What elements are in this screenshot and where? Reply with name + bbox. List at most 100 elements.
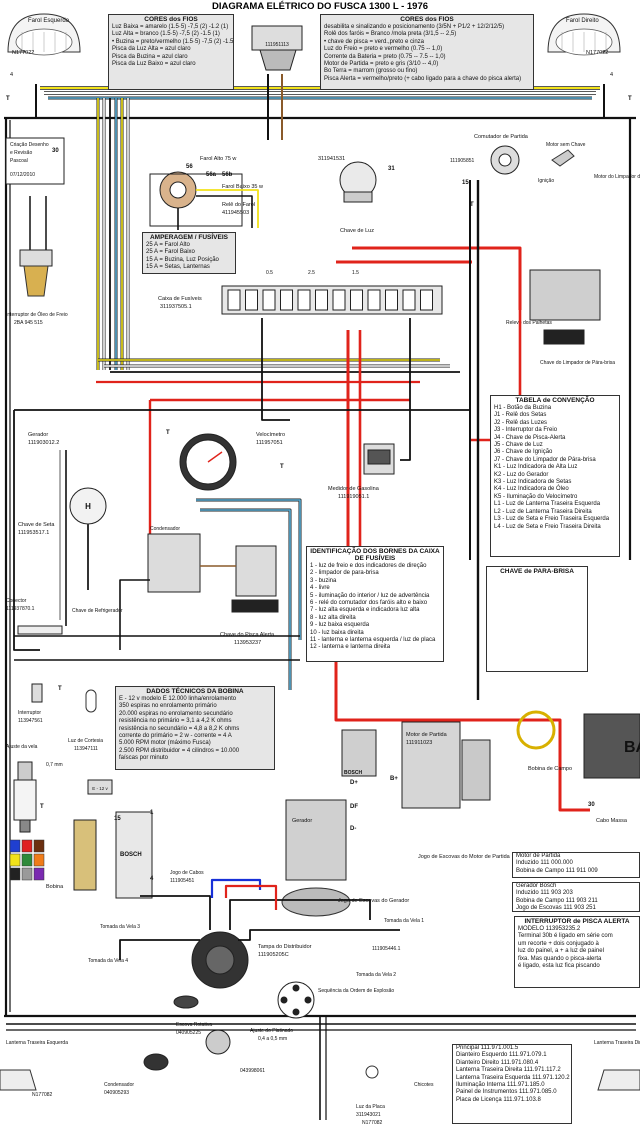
terminal-tag: D+: [350, 780, 358, 786]
plate-light-bulb: [365, 1065, 379, 1079]
wire-colors-title: CORES dos FIOS: [400, 16, 454, 23]
convention-item: L1 - Luz de Lanterna Traseira Esquerda: [494, 501, 601, 508]
row-label: Principal: [456, 1045, 480, 1051]
alert-switch-title: INTERRUPTOR de PISCA ALERTA: [524, 918, 630, 925]
ignition-coil-right: [115, 811, 153, 899]
ignition-cables-code: 111905451: [170, 878, 195, 884]
coil-label-plate: [87, 779, 113, 795]
oil-sensor-head: [19, 249, 53, 267]
points-adjust-label: Ajuste do Platinado: [250, 1028, 293, 1034]
fusebox-terminal-item: 10 - luz baixa direita: [310, 629, 364, 636]
row-label: Induzido: [516, 890, 539, 897]
headlight-left-name: Farol Esquerdo: [28, 18, 70, 24]
light-switch-base: [343, 191, 373, 203]
generator-table-row: Jogo de Escovas 111 903 251: [513, 905, 639, 911]
headlight-right-code: N177022: [586, 50, 608, 56]
fuse-label: 1.5: [352, 270, 359, 276]
plug-socket-4-label: Tomada da Vela 4: [88, 958, 128, 964]
alert-switch-line: luz do painel, a + a luz de painel: [518, 948, 604, 955]
coil-data-line: corrente do primário = 2 w - corrente = …: [119, 733, 232, 740]
ignition-cables-label: Jogo de Cabos: [170, 870, 204, 876]
alert-relay-base: [231, 599, 279, 613]
wire-color-line: Pisca da Luz Baixo = azul claro: [112, 61, 196, 68]
flasher-relay-code: 411945503: [222, 210, 249, 216]
row-code: 111 903 203: [540, 890, 573, 897]
fuel-cutoff-label: Bobina de Campo: [528, 766, 572, 772]
terminal-tag: T: [470, 202, 474, 208]
condenser-code: 040905293: [104, 1090, 129, 1096]
plate-light-code: 311943021: [356, 1112, 381, 1118]
headlight-right-name: Farol Direito: [566, 18, 599, 24]
ignition-key-icon: [551, 149, 575, 167]
generator-table-row: Induzido 111 903 203: [513, 890, 639, 897]
wiper-relay-name: Relevo dos Palhetas: [506, 320, 552, 326]
row-code: 111 000.000: [540, 860, 573, 867]
fuse-slot: [385, 289, 398, 311]
distributor-cap-name: Tampa do Distribuidor: [258, 944, 312, 950]
speedometer-code: 111957051: [256, 440, 283, 446]
color-swatch: [21, 839, 33, 853]
horn-body: [251, 25, 303, 51]
terminal-tag: T: [58, 686, 62, 692]
headlight-left: [7, 13, 81, 56]
fusebox-terminal-item: 1 - luz de freio e dos indicadores de di…: [310, 563, 427, 569]
headlight-right: [547, 13, 621, 56]
fusebox-terminals-title: IDENTIFICAÇÃO DOS BORNES DA CAIXA DE FUS…: [310, 548, 440, 562]
row-code: 111.971.103.8: [503, 1096, 541, 1103]
convention-item: L4 - Luz de Seta e Freio Traseira Direit…: [494, 523, 601, 530]
regulator-body: [341, 729, 377, 777]
fusebox-terminal-item: 8 - luz alta direita: [310, 614, 356, 621]
plug-guide-line: e Revisão: [10, 150, 32, 156]
fuse-slot: [280, 289, 293, 311]
wire-color-line: Pisca da Buzina = azul claro: [112, 53, 188, 60]
convention-item: K3 - Luz Indicadora de Setas: [494, 479, 572, 486]
turn-switch-code: 111953517.1: [18, 530, 49, 536]
key-motor-label: Motor sem Chave: [546, 142, 586, 148]
wire-red-battery: [334, 700, 590, 812]
wire-color-line: Luz do Freio = preto e vermelho (0.75 --…: [324, 46, 443, 53]
fusebox-terminal-item: 3 - buzina: [310, 577, 337, 584]
row-label: Dianteiro Direito: [456, 1059, 500, 1066]
terminal-tag: T: [628, 96, 632, 102]
terminal-tag: 56a: [206, 172, 217, 178]
harness-row: Dianteiro Esquerdo 111.971.079.1: [453, 1052, 571, 1059]
alert-relay-name: Chave do Pisca Alerta: [220, 632, 275, 638]
fusebox-terminals-box: IDENTIFICAÇÃO DOS BORNES DA CAIXA DE FUS…: [306, 546, 444, 662]
generator-body: [285, 799, 347, 881]
fuel-gauge-window: [367, 449, 391, 465]
color-swatch: [33, 839, 45, 853]
fuse-slot: [297, 289, 311, 311]
terminal-tag: T: [280, 464, 284, 470]
starter-solenoid: [461, 739, 491, 801]
convention-item: J2 - Relê das Luzes: [494, 419, 548, 426]
coil-data-line: 2.500 RPM distribuidor = 4 cilindros = 1…: [119, 747, 240, 754]
convention-item: H1 - Botão da Buzina: [494, 405, 552, 411]
amperage-title: AMPERAGEM / FUSÍVEIS: [149, 234, 228, 241]
row-code: 111.971.001.5: [480, 1045, 519, 1051]
starter-table: Motor de Partida Induzido 111 000.000 Bo…: [512, 852, 640, 878]
headlight-left-code: N177022: [12, 50, 34, 56]
terminal-tag: DF: [350, 804, 358, 810]
firing-sequence-label: Sequência da Ordem de Explosão: [318, 988, 394, 994]
headlamp-switch-frame: [149, 173, 243, 227]
coil-data-line: resistência no secundário = 4,8 a 8,2 K …: [119, 725, 240, 732]
plug-socket-code: 111905446.1: [372, 946, 401, 952]
speedometer-name: Velocímetro: [256, 432, 285, 438]
convention-item: J6 - Chave de Ignição: [494, 449, 553, 456]
amperage-box: AMPERAGEM / FUSÍVEIS 25 A = Farol Alto 2…: [142, 232, 236, 274]
harness-table: Principal 111.971.001.5 Dianteiro Esquer…: [452, 1044, 572, 1124]
coil-brand: BOSCH: [120, 852, 142, 858]
coil-data-line: faíscas por minuto: [119, 755, 169, 762]
headlamp-switch-core: [169, 181, 187, 199]
row-code: 111.971.120.2: [532, 1074, 570, 1081]
plug-wire-4: [119, 939, 200, 960]
fusebox-terminal-item: 5 - iluminação do interior / luz de adve…: [310, 592, 430, 599]
points-plate: [205, 1029, 231, 1055]
coil-data-line: resistência no primário = 3,1 a 4,2 K oh…: [119, 718, 232, 725]
starter-table-row: Bobina de Campo 111 911 009: [513, 868, 639, 875]
connector-body: [17, 625, 63, 635]
condenser-label: Condensador: [150, 526, 180, 532]
convention-item: J1 - Relê dos Setas: [494, 412, 547, 419]
terminal-tag: 30: [588, 802, 595, 808]
terminal-tag: T: [166, 430, 170, 436]
